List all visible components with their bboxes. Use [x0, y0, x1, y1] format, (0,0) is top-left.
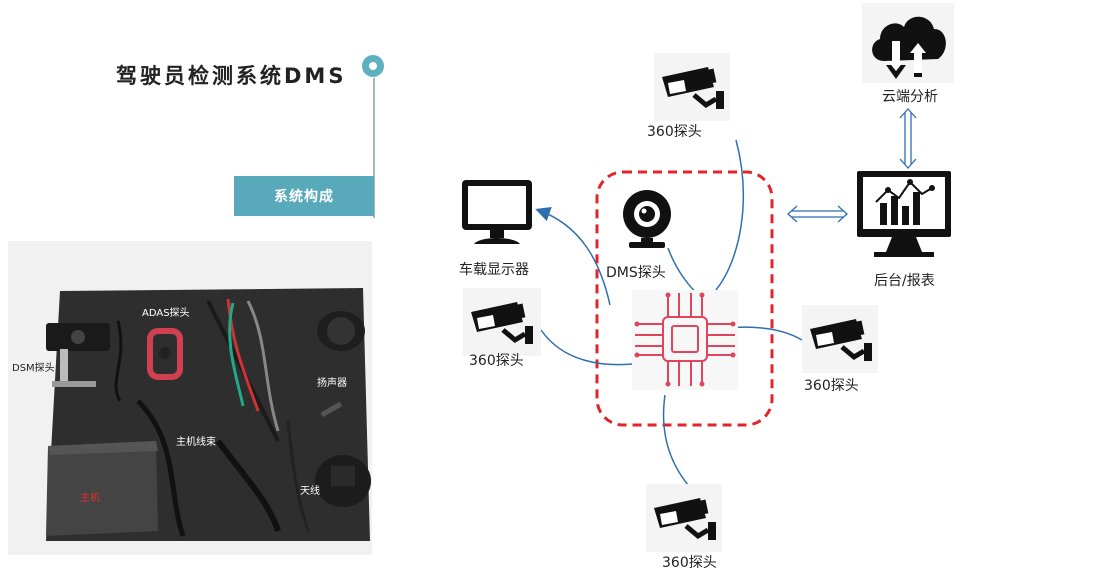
- components-photo-illustration: [8, 241, 372, 555]
- core-dashed-box: [595, 170, 774, 427]
- chip-icon: [634, 292, 736, 387]
- cloud-label: 云端分析: [882, 89, 938, 105]
- cam-left-label: 360探头: [469, 353, 524, 369]
- processor-chip: [632, 290, 738, 390]
- cam-left: [463, 288, 541, 356]
- webcam-icon: [623, 190, 671, 248]
- cam-bottom-label: 360探头: [662, 555, 717, 571]
- display-monitor-icon: [462, 180, 532, 244]
- cam-right-label: 360探头: [804, 378, 859, 394]
- photo-label-harness: 主机线束: [176, 437, 216, 448]
- photo-label-dsm: DSM探头: [12, 363, 55, 374]
- cloud-upload-download-icon: [872, 16, 946, 79]
- cctv-camera-icon: [662, 67, 724, 109]
- title-ring-icon: [362, 55, 384, 77]
- dms-camera: [617, 188, 677, 250]
- cam-top: [654, 53, 730, 121]
- display-label: 车载显示器: [459, 262, 529, 278]
- cam-bottom: [646, 484, 722, 552]
- photo-label-antenna: 天线: [300, 486, 320, 497]
- cloud-card: [862, 3, 954, 83]
- dms-label: DMS探头: [606, 265, 666, 281]
- components-photo: ADAS探头 DSM探头 扬声器 主机线束 天线 主机: [8, 241, 372, 555]
- page-title: 驾驶员检测系统DMS: [116, 64, 347, 88]
- section-tag: 系统构成: [234, 176, 374, 216]
- backend-monitor: [852, 168, 956, 268]
- title-divider: [373, 78, 375, 218]
- vehicle-display: [460, 178, 534, 248]
- photo-label-speaker: 扬声器: [317, 378, 347, 389]
- cam-top-label: 360探头: [647, 124, 702, 140]
- monitor-chart-icon: [857, 171, 951, 257]
- backend-label: 后台/报表: [874, 273, 935, 289]
- photo-label-host: 主机: [80, 493, 100, 504]
- cctv-camera-icon: [654, 498, 716, 540]
- cctv-camera-icon: [810, 319, 872, 361]
- photo-label-adas: ADAS探头: [142, 308, 190, 319]
- cam-right: [802, 305, 878, 373]
- cctv-camera-icon: [471, 302, 533, 344]
